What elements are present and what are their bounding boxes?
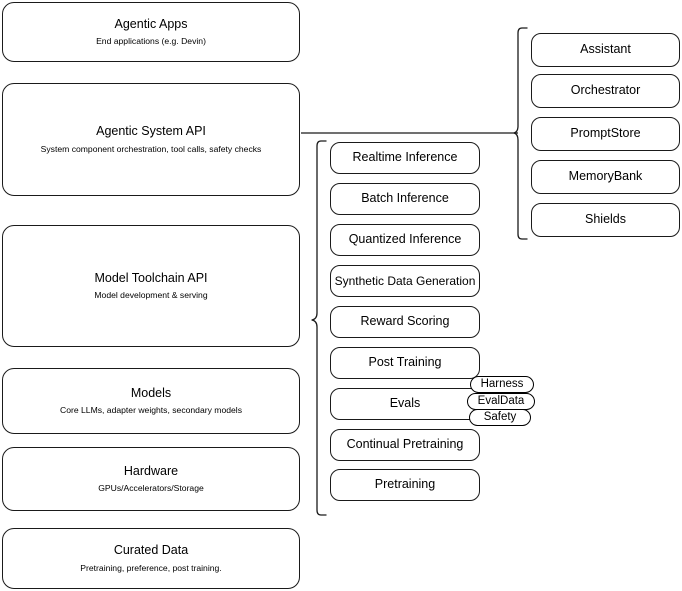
- toolchain-item-label: Reward Scoring: [360, 314, 450, 329]
- system-item-promptstore[interactable]: PromptStore: [531, 117, 680, 151]
- toolchain-item-post-training[interactable]: Post Training: [330, 347, 480, 379]
- system-item-memorybank[interactable]: MemoryBank: [531, 160, 680, 194]
- layer-subtitle: Pretraining, preference, post training.: [80, 562, 222, 573]
- toolchain-item-batch-inference[interactable]: Batch Inference: [330, 183, 480, 215]
- layer-title: Agentic Apps: [114, 16, 188, 31]
- layer-curated-data[interactable]: Curated Data Pretraining, preference, po…: [2, 528, 300, 589]
- system-item-label: PromptStore: [570, 126, 641, 141]
- toolchain-item-realtime-inference[interactable]: Realtime Inference: [330, 142, 480, 174]
- system-item-shields[interactable]: Shields: [531, 203, 680, 237]
- layer-title: Hardware: [123, 463, 179, 478]
- eval-tag-evaldata[interactable]: EvalData: [467, 393, 535, 410]
- toolchain-item-evals[interactable]: Evals: [330, 388, 480, 420]
- system-item-orchestrator[interactable]: Orchestrator: [531, 74, 680, 108]
- toolchain-item-label: Pretraining: [374, 477, 436, 492]
- layer-subtitle: Core LLMs, adapter weights, secondary mo…: [60, 405, 242, 416]
- layer-agentic-system-api[interactable]: Agentic System API System component orch…: [2, 83, 300, 196]
- toolchain-item-pretraining[interactable]: Pretraining: [330, 469, 480, 501]
- toolchain-item-label: Continual Pretraining: [346, 437, 464, 452]
- layer-subtitle: End applications (e.g. Devin): [96, 36, 206, 47]
- layer-model-toolchain-api[interactable]: Model Toolchain API Model development & …: [2, 225, 300, 347]
- toolchain-item-label: Evals: [389, 396, 421, 411]
- toolchain-item-label: Realtime Inference: [352, 150, 458, 165]
- toolchain-item-quantized-inference[interactable]: Quantized Inference: [330, 224, 480, 256]
- eval-tag-harness[interactable]: Harness: [470, 376, 534, 393]
- layer-subtitle: System component orchestration, tool cal…: [40, 143, 262, 154]
- system-item-assistant[interactable]: Assistant: [531, 33, 680, 67]
- toolchain-item-synthetic-data-generation[interactable]: Synthetic Data Generation: [330, 265, 480, 297]
- layer-title: Models: [130, 385, 172, 400]
- layer-subtitle: GPUs/Accelerators/Storage: [98, 483, 204, 494]
- layer-subtitle: Model development & serving: [94, 290, 208, 301]
- system-item-label: Orchestrator: [570, 83, 641, 98]
- layer-hardware[interactable]: Hardware GPUs/Accelerators/Storage: [2, 447, 300, 511]
- toolchain-item-label: Synthetic Data Generation: [334, 273, 476, 288]
- layer-models[interactable]: Models Core LLMs, adapter weights, secon…: [2, 368, 300, 434]
- layer-title: Model Toolchain API: [94, 270, 208, 285]
- toolchain-item-label: Batch Inference: [361, 191, 449, 206]
- layer-agentic-apps[interactable]: Agentic Apps End applications (e.g. Devi…: [2, 2, 300, 62]
- system-item-label: Shields: [585, 212, 626, 227]
- system-item-label: MemoryBank: [568, 169, 643, 184]
- toolchain-item-continual-pretraining[interactable]: Continual Pretraining: [330, 429, 480, 461]
- eval-tag-safety[interactable]: Safety: [469, 409, 531, 426]
- toolchain-item-label: Quantized Inference: [348, 232, 462, 247]
- toolchain-item-label: Post Training: [368, 355, 442, 370]
- layer-title: Agentic System API: [96, 124, 206, 139]
- toolchain-item-reward-scoring[interactable]: Reward Scoring: [330, 306, 480, 338]
- layer-title: Curated Data: [113, 543, 189, 558]
- system-item-label: Assistant: [580, 42, 631, 57]
